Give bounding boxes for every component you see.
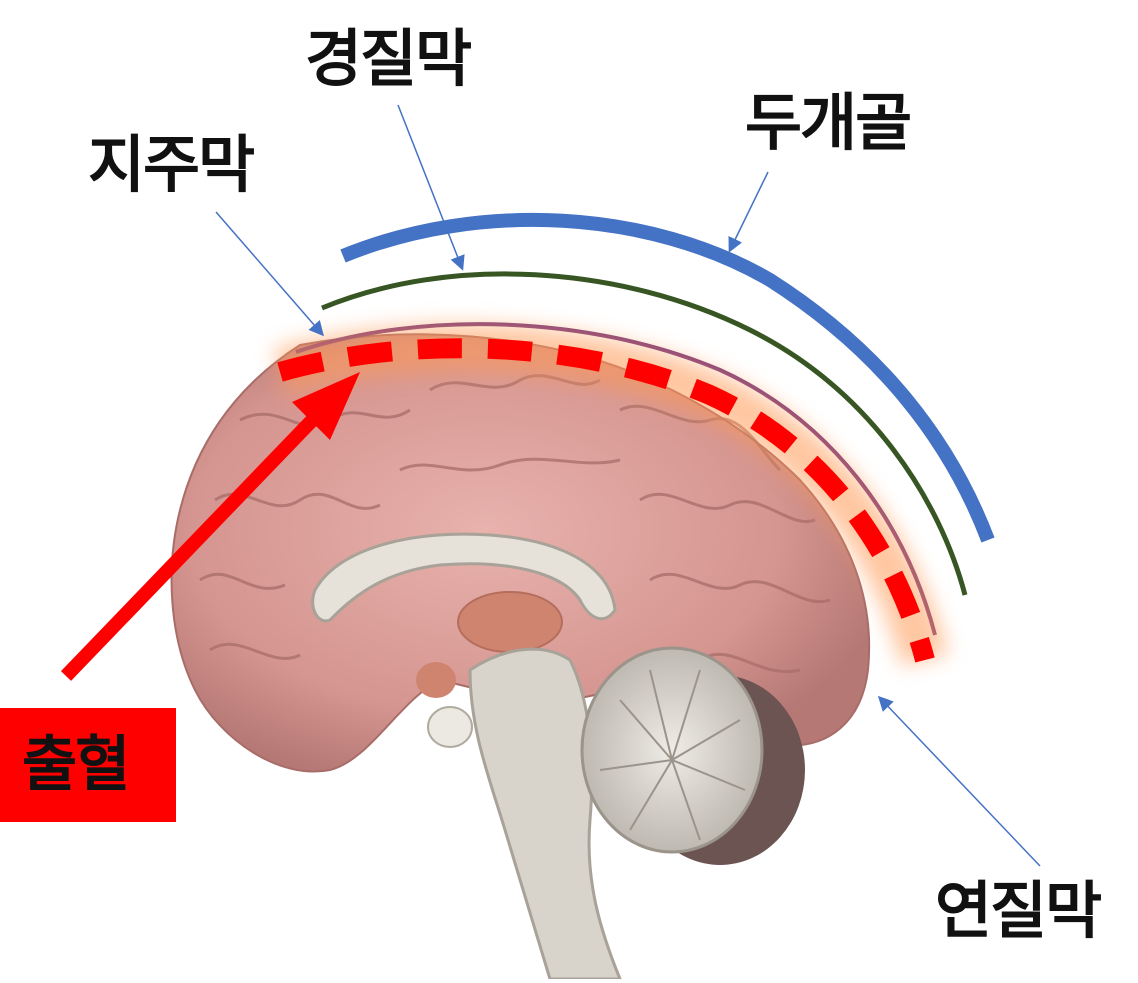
skull-line xyxy=(340,212,995,543)
label-dura-mater: 경질막 xyxy=(305,22,472,95)
cerebellum-arbor xyxy=(599,669,746,841)
hemorrhage-dashed-line xyxy=(277,338,935,663)
corpus-callosum xyxy=(311,532,617,623)
pointer-pia xyxy=(877,695,1041,867)
hemorrhage-label-box xyxy=(0,708,176,822)
cerebellum xyxy=(580,646,764,854)
pointer-arachnoid xyxy=(215,211,324,337)
label-pia-mater: 연질막 xyxy=(935,874,1102,947)
label-arachnoid: 지주막 xyxy=(88,128,255,201)
pointer-dura xyxy=(397,104,465,271)
hemorrhage-arrow xyxy=(60,372,360,681)
dura-mater-line xyxy=(321,271,968,596)
thalamus xyxy=(457,591,563,653)
pons-bulge xyxy=(427,706,473,748)
pituitary-region xyxy=(416,662,456,698)
label-hemorrhage: 출혈 xyxy=(22,730,130,800)
pointer-skull xyxy=(728,171,769,253)
brain-illustration xyxy=(170,333,871,981)
label-skull: 두개골 xyxy=(745,86,912,159)
